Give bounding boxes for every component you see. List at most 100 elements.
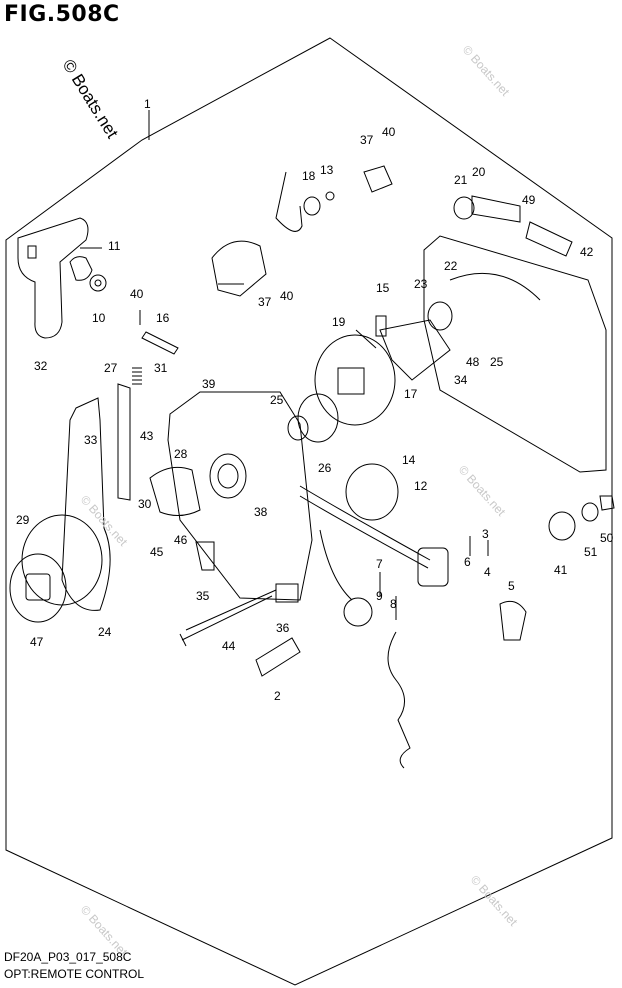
washer-51: [581, 502, 599, 522]
part-label[interactable]: 25: [490, 355, 504, 369]
part-label[interactable]: 30: [138, 497, 152, 511]
collar-13: [303, 196, 321, 216]
link-17: [379, 319, 451, 381]
part-label[interactable]: 5: [508, 579, 515, 593]
part-label[interactable]: 43: [140, 429, 154, 443]
cam-plate-19: [314, 334, 396, 426]
part-label[interactable]: 6: [464, 555, 471, 569]
part-label[interactable]: 40: [130, 287, 144, 301]
part-label[interactable]: 11: [108, 239, 121, 253]
part-label[interactable]: 16: [156, 311, 170, 325]
ring-26: [297, 393, 339, 443]
switch-6: [417, 547, 449, 587]
part-label[interactable]: 45: [150, 545, 164, 559]
part-label[interactable]: 13: [320, 163, 334, 177]
part-label[interactable]: 28: [174, 447, 188, 461]
part-label[interactable]: 48: [466, 355, 480, 369]
part-label[interactable]: 8: [390, 597, 397, 611]
part-label[interactable]: 34: [454, 373, 468, 387]
bracket-upper: [211, 240, 267, 297]
link-20: [471, 195, 521, 223]
part-label[interactable]: 39: [202, 377, 216, 391]
part-label[interactable]: 27: [104, 361, 118, 375]
part-label[interactable]: 26: [318, 461, 332, 475]
watermark-faint: © Boats.net: [456, 463, 509, 520]
key-5: [499, 600, 527, 641]
clip-36: [275, 583, 299, 603]
part-label[interactable]: 31: [154, 361, 168, 375]
cap-11: [69, 256, 93, 281]
knob-47: [9, 553, 67, 623]
part-label[interactable]: 40: [382, 125, 396, 139]
buzzer-12: [345, 463, 399, 521]
part-label[interactable]: 36: [276, 621, 290, 635]
bracket-35: [195, 541, 215, 571]
part-label[interactable]: 29: [16, 513, 30, 527]
part-label[interactable]: 22: [444, 259, 458, 273]
part-label[interactable]: 47: [30, 635, 44, 649]
bushing-41: [548, 511, 576, 541]
part-label[interactable]: 25: [270, 393, 284, 407]
part-label[interactable]: 42: [580, 245, 594, 259]
housing-38: [167, 391, 313, 601]
part-label[interactable]: 21: [454, 173, 468, 187]
drawing-code: DF20A_P03_017_508C: [4, 950, 132, 964]
part-label[interactable]: 17: [404, 387, 418, 401]
part-label[interactable]: 41: [554, 563, 568, 577]
plate-2: [255, 637, 301, 677]
nut-50: [599, 495, 615, 511]
lanyard-8: [387, 631, 411, 769]
part-label[interactable]: 51: [584, 545, 598, 559]
gear-23: [427, 301, 453, 331]
part-label[interactable]: 1: [144, 97, 151, 111]
washer-10: [89, 274, 107, 292]
part-label[interactable]: 23: [414, 277, 428, 291]
lever-bracket-27: [117, 383, 131, 501]
part-label[interactable]: 18: [302, 169, 316, 183]
part-label[interactable]: 37: [360, 133, 374, 147]
part-label[interactable]: 4: [484, 565, 491, 579]
part-label[interactable]: 35: [196, 589, 210, 603]
seal-21: [453, 196, 475, 220]
part-label[interactable]: 12: [414, 479, 428, 493]
part-label[interactable]: 33: [84, 433, 98, 447]
part-label[interactable]: 40: [280, 289, 294, 303]
bolt-44: [179, 589, 277, 647]
gear-28: [149, 466, 201, 516]
clip-18: [275, 171, 303, 232]
washer-40: [325, 191, 335, 201]
cover-top: [525, 221, 573, 257]
part-label[interactable]: 50: [600, 531, 614, 545]
part-label[interactable]: 37: [258, 295, 272, 309]
part-label[interactable]: 49: [522, 193, 536, 207]
handle-grip-32: [17, 217, 89, 339]
part-label[interactable]: 44: [222, 639, 236, 653]
part-label[interactable]: 24: [98, 625, 112, 639]
part-label[interactable]: 10: [92, 311, 106, 325]
pin-16: [141, 331, 179, 355]
part-label[interactable]: 20: [472, 165, 486, 179]
watermark-main: © Boats.net: [59, 56, 122, 142]
side-cover-34: [423, 235, 607, 473]
part-label[interactable]: 38: [254, 505, 268, 519]
part-label[interactable]: 19: [332, 315, 346, 329]
watermark-faint: © Boats.net: [78, 493, 131, 550]
lever-arm-24: [61, 397, 111, 611]
part-label[interactable]: 2: [274, 689, 281, 703]
pin-15: [375, 315, 387, 337]
part-label[interactable]: 9: [376, 589, 383, 603]
part-label[interactable]: 46: [174, 533, 188, 547]
diagram-caption: OPT:REMOTE CONTROL: [4, 967, 145, 981]
part-label[interactable]: 32: [34, 359, 48, 373]
cap-9: [343, 597, 373, 627]
spring-31: [132, 367, 142, 385]
part-label[interactable]: 15: [376, 281, 390, 295]
part-label[interactable]: 7: [376, 557, 383, 571]
watermark-faint: © Boats.net: [460, 43, 513, 100]
figure-title: FIG.508C: [4, 2, 120, 27]
part-label[interactable]: 14: [402, 453, 416, 467]
frame-outline: [5, 37, 613, 986]
part-label[interactable]: 3: [482, 527, 489, 541]
block-37: [363, 165, 393, 193]
